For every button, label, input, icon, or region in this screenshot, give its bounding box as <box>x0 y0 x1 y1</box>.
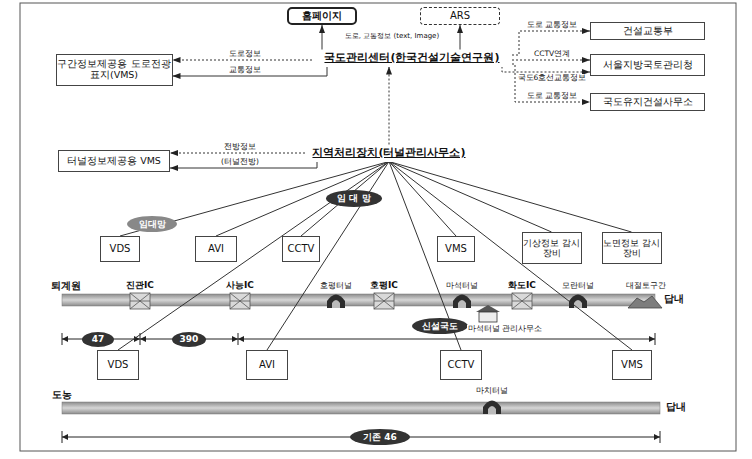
node-text: 노면정보 감시장비 <box>603 238 661 259</box>
network-oval: 임대망 <box>127 216 177 232</box>
agency-box: 건설교통부 <box>590 22 705 40</box>
place-name: 퇴계원 <box>50 280 82 292</box>
center-title: 국도관리센터(한국건설기술연구원) <box>312 50 512 67</box>
old-road-band <box>62 402 660 414</box>
connector <box>301 162 389 237</box>
route-oval: 신설국도 <box>412 318 468 334</box>
connector <box>389 162 552 233</box>
device-box: VDS <box>100 236 140 262</box>
connector <box>118 162 389 351</box>
node-text: VDS <box>108 359 129 371</box>
route-oval: 기존 46 <box>350 429 410 445</box>
office-name: 마석터널 관리사무소 <box>467 325 543 334</box>
interchange-name: 호평IC <box>369 280 399 290</box>
node-text: 국도관리센터(한국건설기술연구원) <box>324 52 499 65</box>
section-name: 대절토구간 <box>625 281 667 290</box>
node-text: VDS <box>110 243 131 255</box>
node-text: 홈페이지 <box>302 10 342 22</box>
node-text: ARS <box>450 10 470 22</box>
device-box: 기상정보 감시장비 <box>522 232 582 264</box>
tunnel-name: 호평터널 <box>319 281 353 290</box>
node-text: VMS <box>621 359 643 371</box>
tunnel-name: 마석터널 <box>445 281 479 290</box>
cut-slope-picture <box>628 296 662 308</box>
node-text: 지역처리장치(터널관리사무소) <box>312 147 465 160</box>
interchange-name: 진관IC <box>125 280 155 290</box>
network-oval: 임 대 망 <box>326 190 382 207</box>
place-name: 도농 <box>51 389 73 401</box>
device-box: VDS <box>97 350 139 380</box>
device-box: CCTV <box>282 236 320 262</box>
node-text: 국도유지건설사무소 <box>603 96 693 108</box>
connector <box>120 162 389 237</box>
new-road-band <box>62 294 655 306</box>
connector <box>512 64 590 102</box>
node-text: 기상정보 감시장비 <box>523 238 581 259</box>
node-text: 임대망 <box>139 219 166 229</box>
edge-label: 도로 교통정보 <box>526 21 578 30</box>
connector <box>216 162 389 237</box>
device-box: CCTV <box>440 350 482 380</box>
device-box: VMS <box>437 236 475 262</box>
place-name: 답내 <box>663 293 685 305</box>
connector <box>389 162 632 351</box>
edge-label: 도로정보 <box>228 50 262 59</box>
office-building <box>476 305 500 322</box>
edge-label: 교통정보 <box>228 66 262 75</box>
node-text: CCTV <box>288 243 315 255</box>
interchange-icons <box>130 293 532 309</box>
node-text: AVI <box>208 243 224 255</box>
edge-label: 국도6호선교통정보 <box>517 74 588 83</box>
agency-box: 서울지방국토관리청 <box>590 54 705 76</box>
edge-label: 전방정보 <box>223 143 257 152</box>
connector <box>389 162 456 237</box>
interchange-name: 사능IC <box>225 280 255 290</box>
node-text: 신설국도 <box>422 321 458 331</box>
route-oval: 47 <box>82 332 114 347</box>
node-text: 건설교통부 <box>623 25 673 37</box>
node-text: VMS <box>445 243 467 255</box>
tunnel-name: 마치터널 <box>475 386 509 395</box>
node-text: 390 <box>180 334 199 344</box>
node-text: 기존 46 <box>363 432 397 442</box>
connector <box>267 162 389 351</box>
edge-label: 도로 교통정보 <box>526 92 578 101</box>
dimension-lines <box>62 333 660 443</box>
route-oval: 390 <box>172 332 206 347</box>
frame <box>20 3 736 451</box>
connector <box>322 25 323 50</box>
device-box: VMS <box>612 350 652 380</box>
edge-caption: 도로, 교통정보 (text, Image) <box>344 32 440 40</box>
device-box: AVI <box>195 236 237 262</box>
web-page-box: 홈페이지 <box>287 7 357 25</box>
node-text: 터널정보제공용 VMS <box>67 156 161 167</box>
vms-box: 구간정보제공용 도로전광표지(VMS) <box>56 54 173 86</box>
connector <box>173 67 328 77</box>
node-text: AVI <box>259 359 275 371</box>
node-text: CCTV <box>448 359 475 371</box>
tunnel-icons <box>327 295 587 415</box>
connector <box>389 67 390 145</box>
node-text: 구간정보제공용 도로전광표지(VMS) <box>57 59 172 81</box>
connector <box>170 153 305 154</box>
local-processor-title: 지역처리장치(터널관리사무소) <box>305 145 473 162</box>
agency-box: 국도유지건설사무소 <box>590 93 705 111</box>
connector <box>512 60 590 61</box>
edge-label: (터널전방) <box>220 158 260 167</box>
device-box: 노면정보 감시장비 <box>602 232 662 264</box>
interchange-name: 화도IC <box>507 280 537 290</box>
device-box: AVI <box>246 350 288 380</box>
vms-box: 터널정보제공용 VMS <box>58 150 170 172</box>
tunnel-name: 모란터널 <box>561 281 595 290</box>
node-text: 임 대 망 <box>337 193 370 203</box>
node-text: 47 <box>92 334 105 344</box>
connector <box>173 60 313 61</box>
ars-box: ARS <box>420 7 500 25</box>
place-name: 답내 <box>665 401 687 413</box>
edge-label: CCTV연계 <box>533 50 571 59</box>
connector <box>460 25 461 50</box>
node-text: 서울지방국토관리청 <box>603 59 693 71</box>
connector <box>389 162 632 233</box>
